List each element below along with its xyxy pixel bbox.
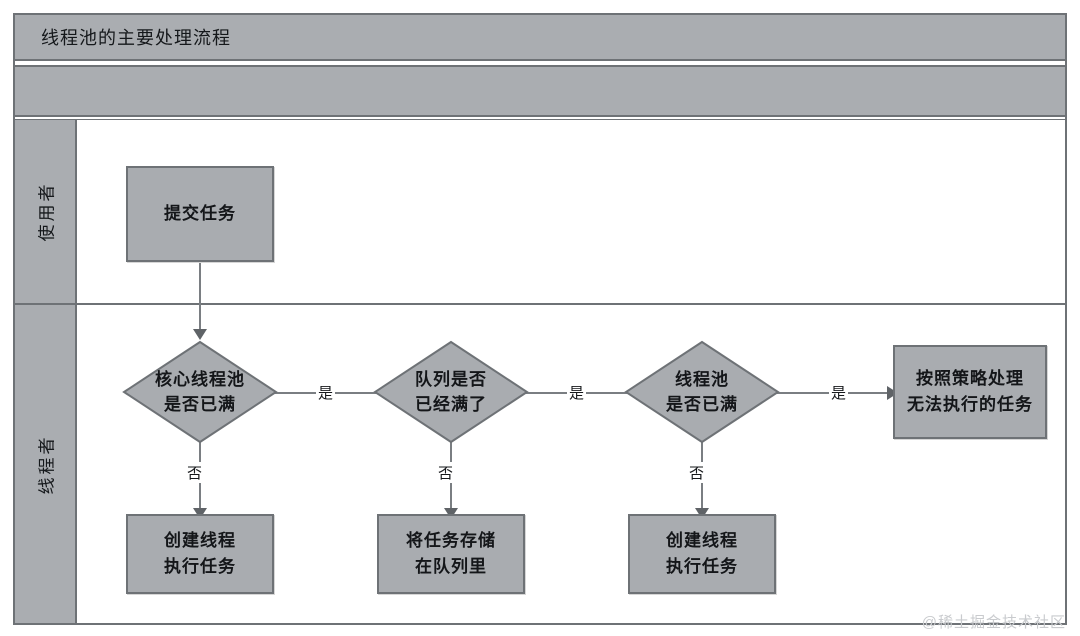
node-submit-task[interactable]: 提交任务 <box>126 166 274 262</box>
arrowhead-core-to-create1 <box>193 508 207 519</box>
edge-label-pool-to-reject: 是 <box>829 382 849 403</box>
diamond-shape-icon <box>624 340 780 444</box>
node-store-in-queue[interactable]: 将任务存储 在队列里 <box>377 514 525 594</box>
swimlane-thread-header: 线程者 <box>15 305 77 623</box>
edge-label-pool-to-create2: 否 <box>687 462 707 483</box>
swimlane-thread-label: 线程者 <box>37 434 57 494</box>
edge-label-core-to-create1: 否 <box>185 462 205 483</box>
edge-label-core-to-queue: 是 <box>316 382 336 403</box>
diamond-shape-icon <box>122 340 278 444</box>
node-create-thread-2-label: 创建线程 执行任务 <box>666 531 738 576</box>
node-create-thread-1-label: 创建线程 执行任务 <box>164 531 236 576</box>
diagram-subtitle-band <box>13 65 1067 117</box>
edge-label-queue-to-store: 否 <box>436 462 456 483</box>
connector-submit-to-core <box>199 263 201 331</box>
swimlane-user-header: 使用者 <box>15 120 77 303</box>
edge-label-queue-to-pool: 是 <box>567 382 587 403</box>
node-store-in-queue-label: 将任务存储 在队列里 <box>406 531 496 576</box>
arrowhead-pool-to-create2 <box>695 508 709 519</box>
node-core-pool-full-label: 核心线程池 是否已满 <box>155 370 245 414</box>
node-thread-pool-full-label: 线程池 是否已满 <box>666 370 738 414</box>
diagram-title-row: 线程池的主要处理流程 <box>13 13 1067 61</box>
page-title: 线程池的主要处理流程 <box>41 28 231 48</box>
arrowhead-queue-to-store <box>444 508 458 519</box>
swimlane-user-label: 使用者 <box>37 181 57 242</box>
node-queue-full[interactable]: 队列是否 已经满了 <box>373 340 529 444</box>
diamond-shape-icon <box>373 340 529 444</box>
arrowhead-pool-to-reject <box>887 386 898 400</box>
node-create-thread-1[interactable]: 创建线程 执行任务 <box>126 514 274 594</box>
node-core-pool-full[interactable]: 核心线程池 是否已满 <box>122 340 278 444</box>
node-thread-pool-full[interactable]: 线程池 是否已满 <box>624 340 780 444</box>
watermark-text: @稀土掘金技术社区 <box>921 614 1066 631</box>
node-reject-policy[interactable]: 按照策略处理 无法执行的任务 <box>893 345 1047 439</box>
node-create-thread-2[interactable]: 创建线程 执行任务 <box>628 514 776 594</box>
node-reject-policy-label: 按照策略处理 无法执行的任务 <box>907 369 1033 414</box>
node-submit-task-label: 提交任务 <box>164 204 236 223</box>
arrowhead-submit-to-core <box>193 329 207 340</box>
node-queue-full-label: 队列是否 已经满了 <box>415 370 487 414</box>
